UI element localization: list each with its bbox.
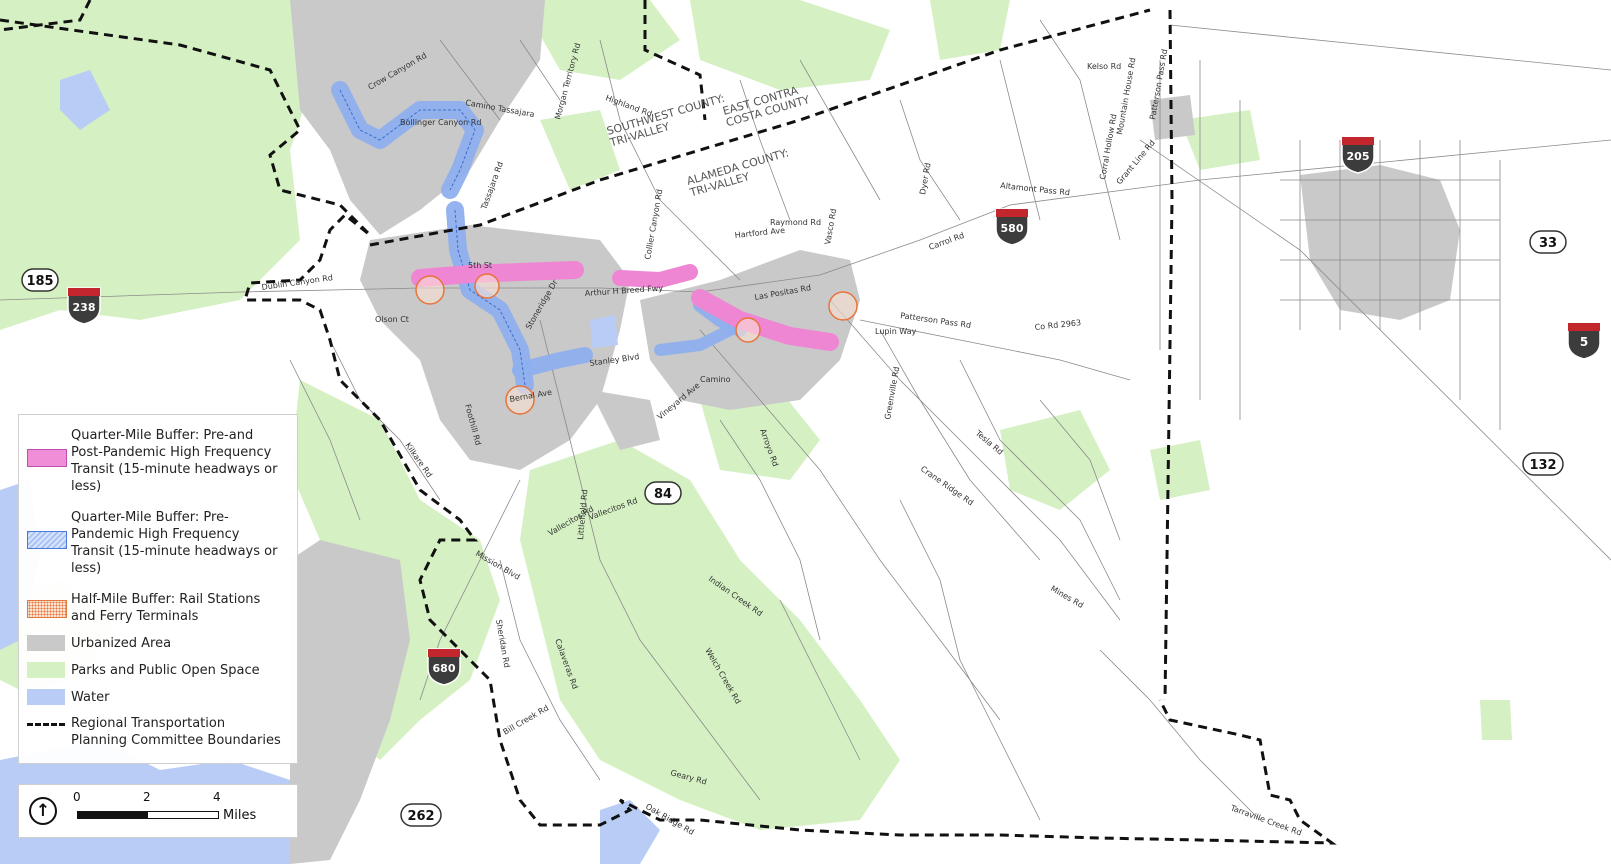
legend-swatch-boundary — [27, 723, 65, 726]
legend-label-urbanized: Urbanized Area — [71, 636, 172, 651]
legend-swatch-rail — [27, 600, 67, 618]
interstate-238-shield: 238 — [67, 287, 101, 325]
rail-buffer-layer — [415, 273, 858, 415]
svg-text:262: 262 — [407, 809, 434, 824]
state-route-84-shield: 84 — [644, 481, 682, 505]
state-route-33-shield: 33 — [1529, 230, 1567, 254]
legend-label-parks: Parks and Public Open Space — [71, 663, 260, 678]
scale-unit-label: Miles — [223, 808, 257, 823]
scale-bar-segment-light — [147, 811, 219, 819]
state-route-262-shield: 262 — [400, 803, 442, 827]
svg-text:580: 580 — [1001, 222, 1024, 235]
svg-text:185: 185 — [26, 274, 53, 289]
svg-text:33: 33 — [1539, 236, 1557, 251]
scale-tick-4: 4 — [213, 790, 221, 804]
interstate-205-shield: 205 — [1341, 136, 1375, 174]
pre-pandemic-buffer-outline — [339, 89, 526, 386]
road-label: Bollinger Canyon Rd — [400, 118, 481, 127]
road-label: Lupin Way — [875, 327, 917, 336]
road-label: Kelso Rd — [1087, 62, 1121, 71]
legend-swatch-water — [27, 689, 65, 705]
scale-tick-2: 2 — [143, 790, 151, 804]
planning-boundaries — [0, 0, 1337, 845]
legend-label-pre-pandemic: Quarter-Mile Buffer: Pre-Pandemic High F… — [71, 510, 278, 576]
legend-swatch-pre-pandemic — [27, 531, 67, 549]
svg-text:84: 84 — [654, 487, 672, 502]
roads-layer — [0, 19, 1611, 821]
svg-text:680: 680 — [433, 662, 456, 675]
svg-text:5: 5 — [1580, 335, 1588, 349]
road-label: Littlefield Rd — [576, 489, 589, 540]
svg-text:238: 238 — [73, 301, 96, 314]
interstate-580-shield: 580 — [995, 208, 1029, 246]
road-label: 5th St — [468, 261, 492, 270]
legend-swatch-parks — [27, 662, 65, 678]
svg-text:132: 132 — [1529, 458, 1556, 473]
scale-bar-box: ↑ 0 2 4 Miles — [18, 784, 298, 838]
state-route-185-shield: 185 — [21, 268, 59, 292]
hft-buffer-layer — [411, 261, 839, 351]
state-route-132-shield: 132 — [1522, 452, 1564, 476]
scale-bar-segment-dark — [77, 811, 149, 819]
road-label: Camino — [700, 375, 731, 384]
north-arrow-icon: ↑ — [29, 797, 57, 825]
legend-swatch-urbanized — [27, 635, 65, 651]
legend-label-water: Water — [71, 690, 110, 705]
scale-tick-0: 0 — [73, 790, 81, 804]
interstate-shields: 238 580 205 5 680 — [67, 136, 1601, 686]
svg-text:205: 205 — [1347, 150, 1370, 163]
road-label: Raymond Rd — [770, 218, 821, 227]
road-label: Olson Ct — [375, 315, 409, 324]
legend-swatch-hft — [27, 449, 67, 467]
interstate-680-shield: 680 — [427, 648, 461, 686]
interstate-5-shield: 5 — [1567, 322, 1601, 360]
state-route-shields: 185 84 33 132 262 — [21, 230, 1567, 827]
